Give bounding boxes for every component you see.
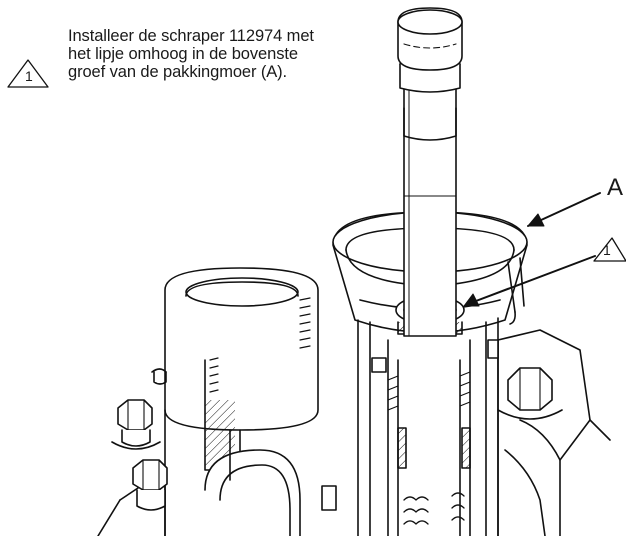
installation-note: Installeer de schraper 112974 met het li…	[68, 27, 398, 81]
bolt-right	[497, 367, 563, 420]
note-callout-triangle	[7, 59, 49, 88]
leader-to-wiper	[463, 255, 596, 307]
bolt-left-lower	[132, 459, 168, 511]
note-line: Installeer de schraper 112974 met	[68, 27, 314, 45]
drawing-callout-number: 1	[603, 242, 611, 258]
pump-body	[497, 329, 611, 536]
part-label-a: A	[607, 174, 624, 201]
cylinder	[321, 317, 499, 536]
note-line: groef van de pakkingmoer (A).	[68, 63, 288, 81]
displacement-rod	[397, 7, 463, 337]
note-callout-number: 1	[25, 68, 33, 84]
drawing-callout-triangle	[593, 237, 626, 262]
leader-to-cup	[527, 192, 601, 227]
bolt-left-upper	[111, 399, 161, 450]
note-line: het lipje omhoog in de bovenste	[68, 45, 298, 63]
